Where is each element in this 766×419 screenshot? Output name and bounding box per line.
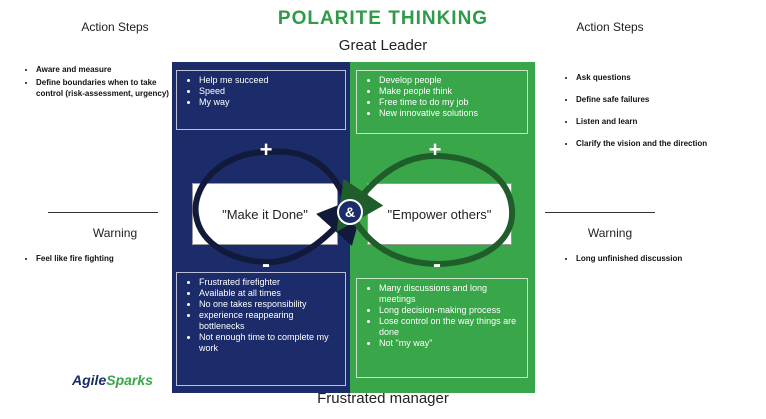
list-item: Not "my way" xyxy=(379,338,521,349)
left-action-heading: Action Steps xyxy=(81,20,149,34)
list-item: Define boundaries when to take control (… xyxy=(36,77,181,99)
center-join-circle xyxy=(337,199,363,225)
list-item: New innovative solutions xyxy=(379,108,521,119)
ampersand-icon: & xyxy=(345,204,355,220)
list-item: Ask questions xyxy=(576,72,766,84)
list-item: Make people think xyxy=(379,86,521,97)
top-pole-label: Great Leader xyxy=(338,37,428,54)
top-left-list: Help me succeed Speed My way xyxy=(176,70,346,130)
bottom-pole-label: Frustrated manager xyxy=(317,390,449,407)
list-item: Help me succeed xyxy=(199,75,339,86)
left-warning-list: Feel like fire fighting xyxy=(20,253,176,266)
agilesparks-logo: AgileSparks xyxy=(72,372,153,388)
list-item: Define safe failures xyxy=(576,94,766,106)
list-item: Listen and learn xyxy=(576,116,766,128)
left-minus-sign: - xyxy=(262,251,270,278)
list-item: Feel like fire fighting xyxy=(36,253,176,264)
right-loop-arrow xyxy=(336,152,516,268)
logo-part-1: Agile xyxy=(72,372,107,388)
list-item: Many discussions and long meetings xyxy=(379,283,521,305)
list-item: My way xyxy=(199,97,339,108)
list-item: Speed xyxy=(199,86,339,97)
left-loop-arrow xyxy=(192,148,366,266)
list-item: Long decision-making process xyxy=(379,305,521,316)
list-item: Free time to do my job xyxy=(379,97,521,108)
list-item: Not enough time to complete my work xyxy=(199,332,339,354)
list-item: Develop people xyxy=(379,75,521,86)
bottom-right-list: Many discussions and long meetings Long … xyxy=(356,278,528,378)
list-item: No one takes responsibility xyxy=(199,299,339,310)
list-item: Long unfinished discussion xyxy=(576,253,766,264)
right-plus-sign: + xyxy=(429,137,442,162)
left-action-list: Aware and measure Define boundaries when… xyxy=(20,64,181,101)
top-right-list: Develop people Make people think Free ti… xyxy=(356,70,528,134)
right-action-heading: Action Steps xyxy=(576,20,644,34)
logo-part-2: Sparks xyxy=(106,372,153,388)
right-action-list: Ask questions Define safe failures Liste… xyxy=(560,72,766,152)
left-divider xyxy=(48,212,158,213)
list-item: experience reappearing bottlenecks xyxy=(199,310,339,332)
list-item: Clarify the vision and the direction xyxy=(576,138,766,150)
right-divider xyxy=(545,212,655,213)
list-item: Lose control on the way things are done xyxy=(379,316,521,338)
left-warning-heading: Warning xyxy=(92,226,138,240)
make-it-done-box: "Make it Done" xyxy=(192,183,338,245)
empower-others-box: "Empower others" xyxy=(367,183,512,245)
left-plus-sign: + xyxy=(260,137,273,162)
list-item: Frustrated firefighter xyxy=(199,277,339,288)
right-warning-heading: Warning xyxy=(587,226,633,240)
bottom-left-list: Frustrated firefighter Available at all … xyxy=(176,272,346,386)
right-warning-list: Long unfinished discussion xyxy=(560,253,766,266)
list-item: Available at all times xyxy=(199,288,339,299)
quadrant-bottom-right xyxy=(350,262,535,393)
list-item: Aware and measure xyxy=(36,64,181,75)
quadrant-bottom-left xyxy=(172,262,350,393)
right-minus-sign: - xyxy=(433,251,441,278)
diagram-title: POLARITE THINKING xyxy=(277,8,489,29)
